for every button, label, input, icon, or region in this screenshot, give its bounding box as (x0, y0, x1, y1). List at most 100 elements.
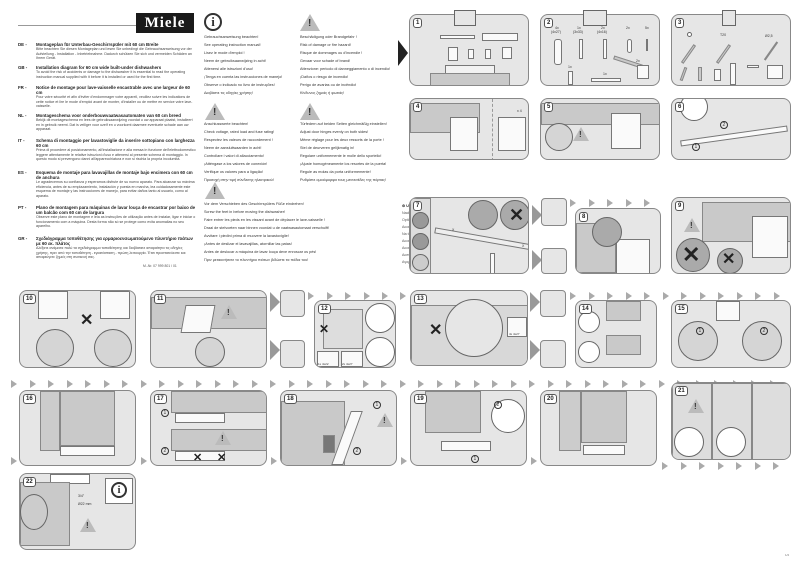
dishwasher-base (606, 301, 641, 321)
continue-arrows (400, 292, 419, 300)
step-panel-9: 9 ✕ ✕ (671, 197, 791, 274)
screw-part (579, 39, 583, 59)
lang-title: Installation diagram for 60 cm wide buil… (36, 65, 162, 70)
detail-circle (716, 427, 746, 457)
tape-measure-icon (714, 69, 721, 81)
lang-title: Schema di montaggio per lavastoviglie da… (36, 138, 195, 148)
step-panel-5: 5 (540, 98, 660, 160)
dishwasher-drawing (611, 113, 641, 149)
parts-box (317, 351, 339, 367)
continue-arrows (531, 457, 550, 465)
x-mark-icon: ✕ (193, 452, 203, 464)
lang-block-it: IT -Schema di montaggio per lavastovigli… (18, 138, 196, 162)
step-panel-14: 14 (575, 300, 657, 368)
step-panel-19: 19 2 1 (410, 390, 527, 466)
kitchen-units (541, 103, 659, 125)
level-icon (730, 63, 736, 85)
lang-body: Αλέξατε ανάμεσα πολύ τα σχεδιάγραμμα τοπ… (36, 246, 186, 260)
variant-thumb-b (541, 248, 567, 274)
x-mark-icon: ✕ (429, 322, 443, 339)
dishwasher-base (606, 335, 641, 355)
warning-icon (80, 518, 96, 532)
hose-wrong-circle (676, 238, 710, 272)
worktop-edge (434, 227, 528, 251)
pencil-icon (679, 66, 688, 82)
continue-arrows (271, 457, 290, 465)
document-icon (502, 47, 512, 59)
bracket-drawing (490, 253, 495, 273)
start-arrow-icon (398, 40, 408, 66)
lang-block-es: ES -Esquema de montaje para lavavajillas… (18, 170, 195, 198)
path-arrow-icon (532, 205, 542, 225)
path-arrow-icon (530, 340, 540, 360)
x-mark-icon: ✕ (509, 205, 525, 225)
continue-arrows (308, 292, 401, 300)
warning-icon (221, 305, 237, 319)
continue-arrows (662, 462, 792, 470)
clip-part (627, 39, 632, 53)
lang-title: Esquema de montaje para lavavajillas de … (36, 170, 193, 180)
valve-detail-circle (20, 494, 48, 530)
warning-icon (300, 14, 320, 31)
door-front (581, 391, 627, 443)
bottle-part (568, 71, 573, 85)
lang-title: Notice de montage pour lave-vaisselle en… (36, 85, 190, 95)
option-circle (412, 233, 429, 250)
foot-detail-circle (36, 329, 74, 367)
screwdriver-icon (680, 44, 697, 64)
key-icon (698, 67, 702, 81)
lang-body: Observe este plano de montagem e leia as… (36, 215, 196, 229)
tube-part (591, 78, 621, 82)
tap-wrong-circle (717, 248, 743, 273)
socket-detail-circle (545, 123, 573, 151)
view-c (752, 383, 790, 459)
lang-body: Le agradecemos su confianza y esperamos … (36, 180, 195, 198)
step-panel-3: 3 T20 Ø2,5 (671, 14, 791, 86)
warning-icon (688, 399, 704, 413)
warning-icon (300, 103, 320, 120)
step-panel-6: 6 2 1 (671, 98, 791, 160)
step-panel-15: 15 1 2 (671, 300, 791, 368)
continue-arrows (11, 457, 30, 465)
step-panel-21: 21 (671, 382, 791, 460)
continue-arrows (570, 199, 663, 207)
lang-block-de: DE -Montageplan für Unterbau-Geschirrspü… (18, 42, 196, 61)
dishwasher-drawing (498, 117, 526, 151)
foot-detail-circle (94, 329, 132, 367)
warning-icon (205, 103, 225, 120)
step-panel-20: 20 (540, 390, 657, 466)
dishwasher-drawing (616, 239, 650, 273)
lang-title: Montageschema voor onderbouwvaatwasautom… (36, 113, 181, 118)
x-mark-icon: ✕ (722, 251, 736, 268)
path-arrow-icon (530, 292, 540, 312)
tools-header-icon (722, 10, 736, 26)
side-panel (40, 391, 60, 451)
warning-icon (215, 431, 231, 445)
carton (430, 73, 510, 85)
divider (492, 99, 493, 159)
detail-wrong-circle (500, 200, 528, 230)
miele-logo: Miele (136, 13, 194, 33)
bracket-part (637, 65, 649, 79)
warning-icon (684, 218, 700, 232)
plinth-panel (583, 445, 625, 455)
lang-block-fr: FR -Notice de montage pour lave-vaissell… (18, 85, 196, 109)
lang-title: Σχεδιάγραμμα τοποθέτησης για ερμαριοενσω… (36, 236, 193, 246)
warning-icon (205, 182, 225, 199)
detail-circle (680, 99, 708, 121)
variant-thumb-a (540, 290, 566, 317)
hinge-detail-circle (195, 337, 225, 367)
door-front (171, 391, 266, 413)
path-arrow-icon (532, 250, 542, 270)
drill-bit-icon (763, 41, 779, 61)
step-panel-4: 4 x 4 (409, 98, 529, 160)
path-arrow-icon (270, 292, 280, 312)
jigsaw-icon (767, 65, 783, 79)
cavity (323, 309, 363, 349)
option-circle (412, 254, 429, 271)
step-panel-18: 18 1 2 (280, 390, 397, 466)
path-arrow-icon (270, 340, 280, 360)
x-mark-icon: ✕ (80, 312, 94, 329)
lang-title: Montageplan für Unterbau-Geschirrspüler … (36, 42, 159, 47)
step-panel-10: 10 ✕ (19, 290, 136, 368)
